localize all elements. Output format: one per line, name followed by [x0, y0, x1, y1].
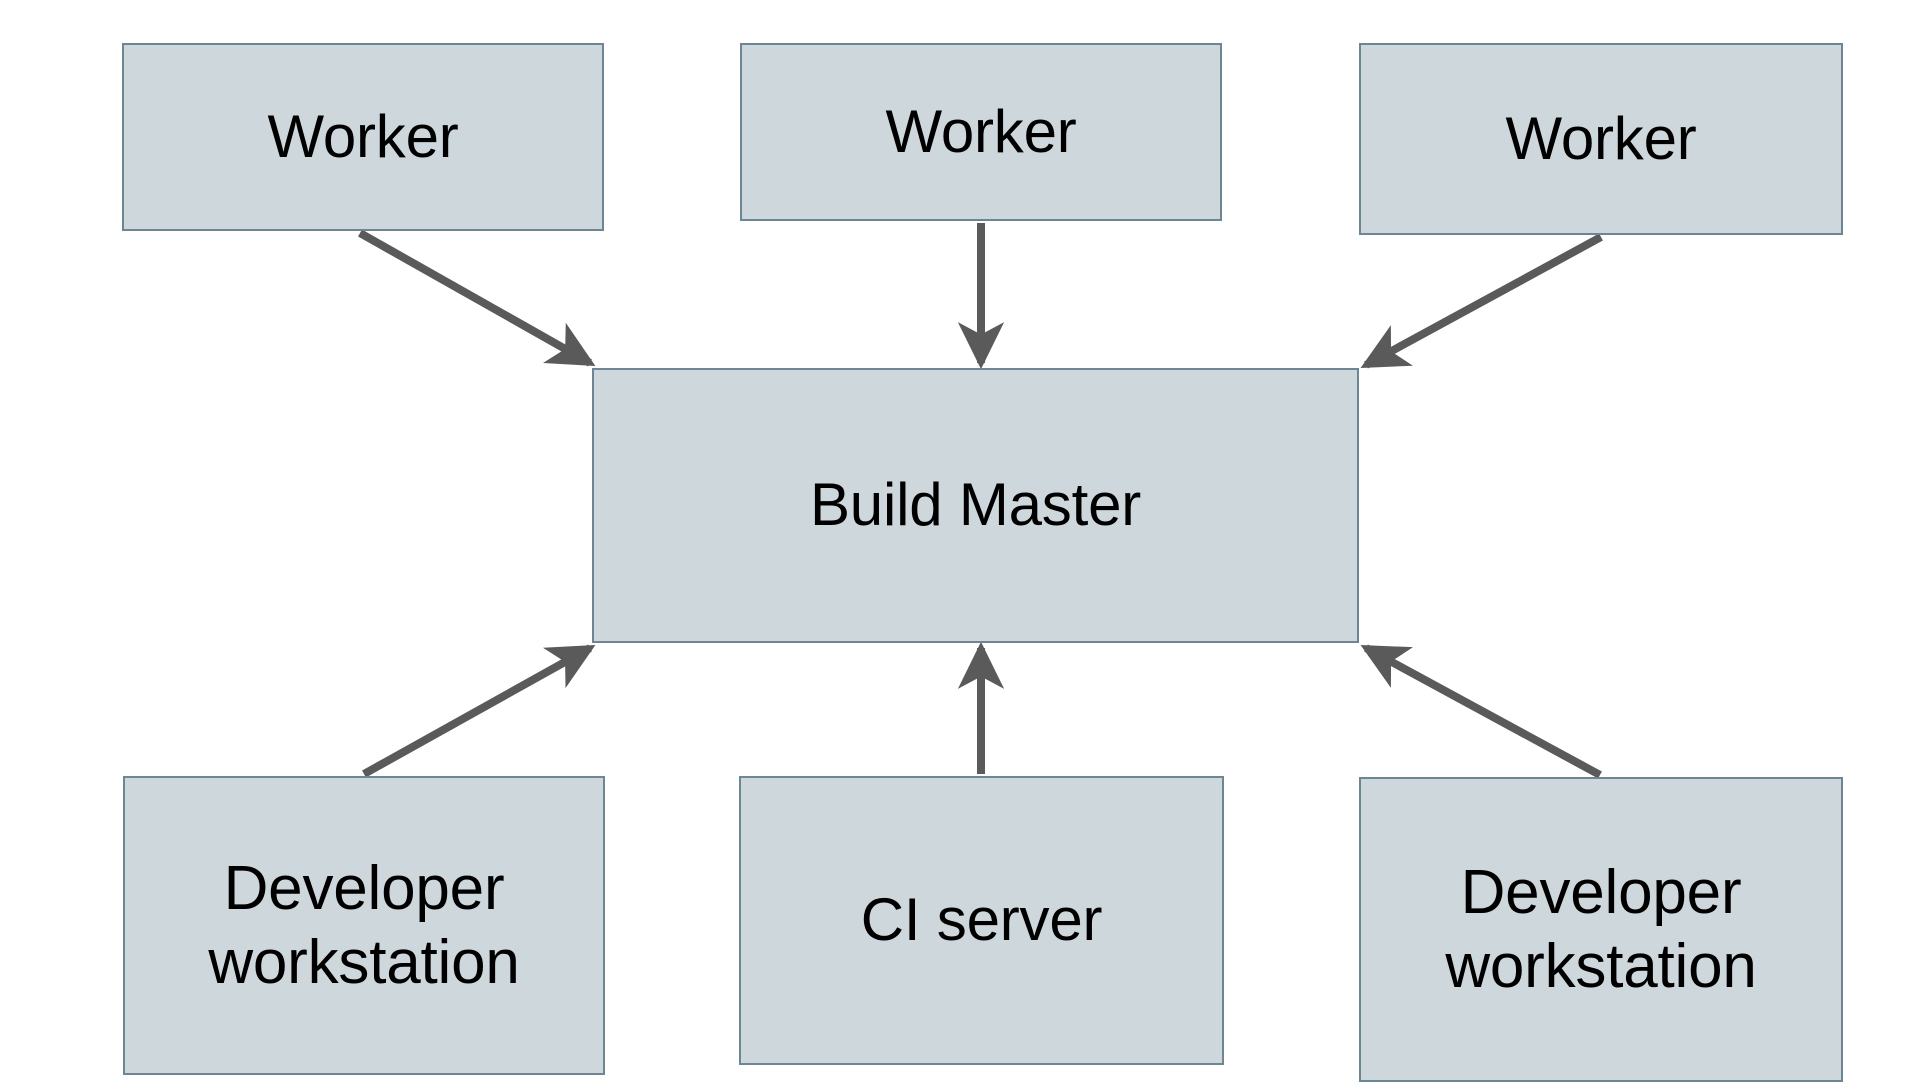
node-worker-2-label: Worker	[885, 97, 1077, 165]
node-developer-workstation-left[interactable]: Developer workstation	[123, 776, 605, 1075]
edge-devright-to-master	[1360, 644, 1602, 779]
node-worker-1-label: Worker	[267, 102, 459, 170]
node-ci-server-label: CI server	[860, 886, 1103, 954]
node-build-master-label: Build Master	[809, 471, 1142, 539]
node-worker-3-label: Worker	[1505, 104, 1697, 172]
edge-worker3-to-master	[1360, 233, 1603, 369]
node-worker-2[interactable]: Worker	[740, 43, 1222, 221]
node-worker-1[interactable]: Worker	[122, 43, 604, 231]
node-developer-workstation-left-label: Developer workstation	[208, 854, 520, 997]
edge-devleft-to-master	[362, 644, 596, 778]
node-build-master[interactable]: Build Master	[592, 368, 1359, 643]
node-developer-workstation-right[interactable]: Developer workstation	[1359, 777, 1843, 1082]
edge-worker1-to-master	[358, 229, 596, 367]
node-ci-server[interactable]: CI server	[739, 776, 1224, 1065]
node-developer-workstation-right-label: Developer workstation	[1445, 858, 1757, 1001]
node-worker-3[interactable]: Worker	[1359, 43, 1843, 235]
